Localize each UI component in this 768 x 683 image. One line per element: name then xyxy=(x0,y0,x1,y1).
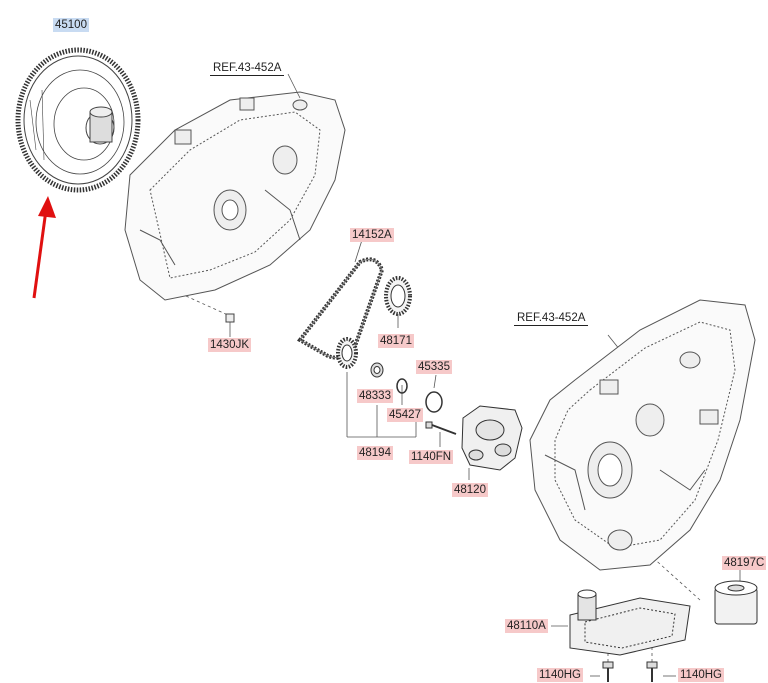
part-label-45100[interactable]: 45100 xyxy=(53,18,89,32)
drive-sprocket xyxy=(336,337,358,369)
part-label-48120[interactable]: 48120 xyxy=(452,483,488,497)
part-label-1140hg-right[interactable]: 1140HG xyxy=(678,668,724,682)
part-label-1140fn[interactable]: 1140FN xyxy=(409,450,454,464)
part-label-48171[interactable]: 48171 xyxy=(378,334,414,348)
oil-pump xyxy=(461,405,523,471)
strainer-bolt-right xyxy=(646,661,658,682)
torque-converter xyxy=(15,47,141,193)
drive-chain xyxy=(297,257,385,360)
part-label-48333[interactable]: 48333 xyxy=(357,389,393,403)
part-label-45427[interactable]: 45427 xyxy=(387,408,423,422)
part-label-45335[interactable]: 45335 xyxy=(416,360,452,374)
transmission-case xyxy=(529,299,756,571)
part-label-1140hg-left[interactable]: 1140HG xyxy=(537,668,583,682)
oil-filter xyxy=(714,580,758,625)
strainer-bolt-left xyxy=(602,661,614,682)
snap-ring xyxy=(396,378,408,394)
transmission-cover xyxy=(124,91,346,301)
part-label-48194[interactable]: 48194 xyxy=(357,446,393,460)
oil-strainer xyxy=(569,589,691,656)
part-label-48197c[interactable]: 48197C xyxy=(722,556,767,570)
o-ring xyxy=(425,391,443,413)
ref-label-top[interactable]: REF.43-452A xyxy=(210,61,285,76)
ref-label-right[interactable]: REF.43-452A xyxy=(514,311,589,326)
bolt xyxy=(425,421,457,435)
bearing xyxy=(370,362,384,378)
part-label-1430jk[interactable]: 1430JK xyxy=(208,338,252,352)
driven-sprocket xyxy=(384,276,412,316)
pointer-arrow xyxy=(32,196,56,299)
part-label-14152a[interactable]: 14152A xyxy=(350,228,394,242)
plug xyxy=(225,313,235,323)
part-label-48110a[interactable]: 48110A xyxy=(505,619,548,633)
